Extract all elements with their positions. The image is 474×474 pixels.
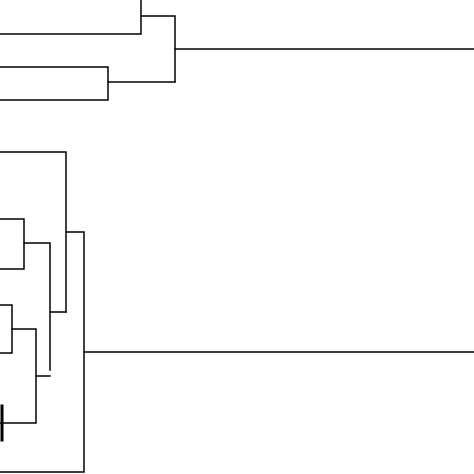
branch-upper-a-join: [140, 15, 176, 83]
branch-lower-pair-1-stem: [23, 242, 51, 371]
branch-lower-top-leaf: [0, 151, 67, 313]
branch-upper-a: [0, 0, 142, 35]
lower-clade: [0, 151, 474, 473]
branch-upper-b: [0, 66, 109, 101]
branch-lower-pair-2: [0, 304, 13, 354]
branch-lower-pair-1: [0, 218, 25, 270]
upper-clade: [0, 0, 474, 101]
branch-lower-pair-2-stem: [0, 328, 37, 424]
